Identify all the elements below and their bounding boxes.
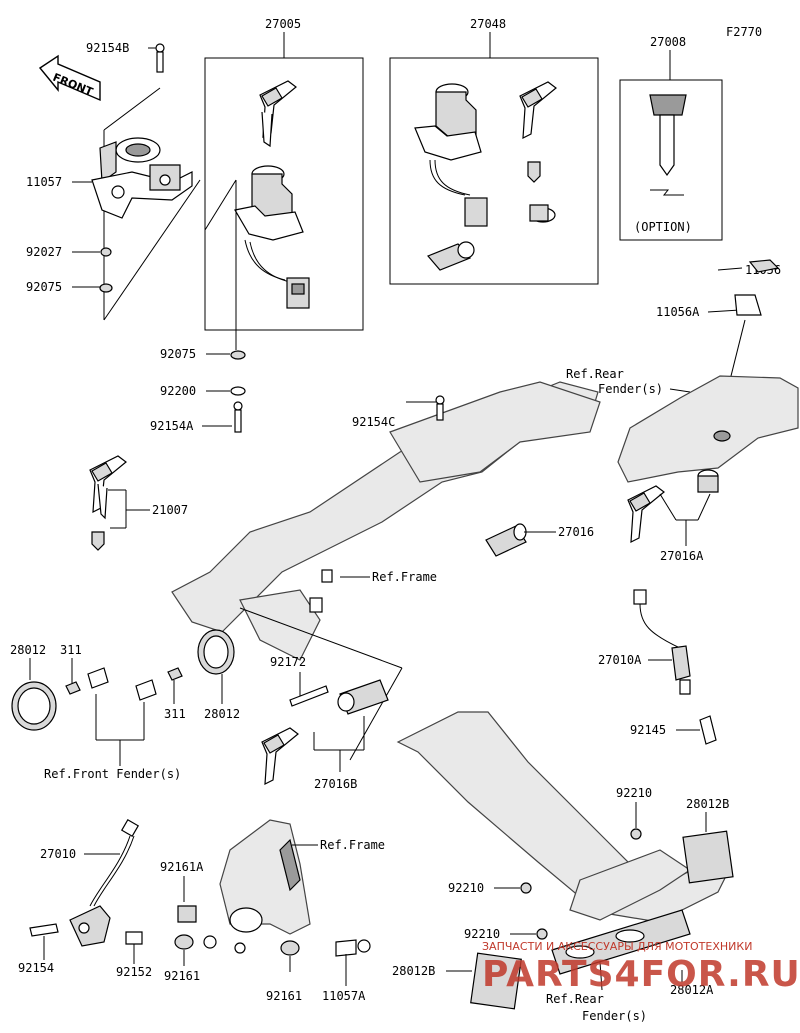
figure-code: F2770 bbox=[726, 25, 762, 39]
ref-rear-fender-bot-1: Ref.Rear bbox=[546, 992, 604, 1006]
callout-27010: 27010 bbox=[40, 847, 76, 861]
callout-92154A: 92154A bbox=[150, 419, 194, 433]
grommet-92161A bbox=[177, 905, 197, 923]
washer-92027 bbox=[100, 247, 112, 257]
ref-frame-bottom: Ref.Frame bbox=[320, 838, 385, 852]
ref-rear-fender-top-1: Ref.Rear bbox=[566, 367, 624, 381]
callout-92154: 92154 bbox=[18, 961, 54, 975]
stud-left bbox=[87, 667, 109, 689]
callout-28012A: 28012A bbox=[670, 983, 714, 997]
watermark-line2: PARTS4FOR.RU bbox=[482, 954, 800, 995]
bolt-92154A bbox=[233, 401, 243, 433]
sensor-27010A bbox=[633, 589, 691, 695]
washer-92075-mid bbox=[230, 350, 246, 360]
watermark-line1: ЗАПЧАСТИ И АКСЕССУАРЫ ДЛЯ МОТОТЕХНИКИ bbox=[482, 940, 752, 953]
front-arrow-icon: FRONT bbox=[38, 54, 101, 102]
grommet-92161-left bbox=[174, 934, 194, 950]
spring-92145 bbox=[699, 715, 717, 745]
callout-92154B: 92154B bbox=[86, 41, 129, 55]
callout-92145: 92145 bbox=[630, 723, 666, 737]
callout-27016A: 27016A bbox=[660, 549, 704, 563]
callout-92161-right: 92161 bbox=[266, 989, 302, 1003]
callout-92172: 92172 bbox=[270, 655, 306, 669]
callout-27005: 27005 bbox=[265, 17, 301, 31]
switch-27016 bbox=[485, 523, 527, 557]
bolt-92154C bbox=[435, 395, 445, 421]
callout-92075-top: 92075 bbox=[26, 280, 62, 294]
frame-main bbox=[171, 381, 601, 661]
callout-92200: 92200 bbox=[160, 384, 196, 398]
callout-92075-mid: 92075 bbox=[160, 347, 196, 361]
key-set-21007 bbox=[89, 455, 127, 551]
callout-311-right: 311 bbox=[164, 707, 186, 721]
ignition-switch-27048 bbox=[414, 81, 557, 271]
screw-92154 bbox=[29, 923, 59, 937]
screw-92172 bbox=[289, 685, 329, 707]
nut-92210-mid bbox=[520, 882, 532, 894]
collar-92152 bbox=[125, 931, 143, 945]
nut-311-right bbox=[167, 667, 183, 681]
callout-28012B-top: 28012B bbox=[686, 797, 729, 811]
callout-11056A: 11056A bbox=[656, 305, 700, 319]
key-blank-27008: (OPTION) bbox=[634, 94, 692, 234]
ref-front-fender: Ref.Front Fender(s) bbox=[44, 767, 181, 781]
callout-92161A: 92161A bbox=[160, 860, 204, 874]
callout-11057: 11057 bbox=[26, 175, 62, 189]
callout-28012B-bot: 28012B bbox=[392, 964, 435, 978]
callout-92154C: 92154C bbox=[352, 415, 395, 429]
callout-27016B: 27016B bbox=[314, 777, 357, 791]
reflector-28012B-top bbox=[682, 830, 734, 884]
lock-27016A bbox=[627, 469, 719, 544]
reflector-28012-right bbox=[197, 629, 235, 675]
callout-28012-left: 28012 bbox=[10, 643, 46, 657]
bracket-11057 bbox=[91, 137, 193, 219]
ignition-switch-27005 bbox=[234, 80, 310, 309]
nut-92210-bot bbox=[536, 928, 548, 940]
callout-27016: 27016 bbox=[558, 525, 594, 539]
callout-21007: 21007 bbox=[152, 503, 188, 517]
bolt-92154B bbox=[155, 43, 165, 73]
sensor-27010 bbox=[69, 818, 140, 947]
ref-frame-mid: Ref.Frame bbox=[372, 570, 437, 584]
nut-311-left bbox=[65, 681, 81, 695]
clip-11056 bbox=[748, 259, 780, 273]
lock-27016B bbox=[261, 679, 389, 786]
callout-92210-bot: 92210 bbox=[464, 927, 500, 941]
rear-fender-top bbox=[617, 375, 799, 483]
option-label: (OPTION) bbox=[634, 220, 692, 234]
bracket-frame-bottom bbox=[203, 819, 311, 954]
ref-rear-fender-bot-2: Fender(s) bbox=[582, 1009, 647, 1023]
grommet-92161-right bbox=[280, 940, 300, 956]
plate-holder-28012A bbox=[551, 909, 691, 975]
washer-92200 bbox=[230, 386, 246, 396]
reflector-28012B-bot bbox=[470, 952, 522, 1010]
group-box-27008 bbox=[619, 79, 723, 241]
washer-92075-top bbox=[99, 283, 113, 293]
group-box-27048 bbox=[389, 57, 599, 285]
callout-92152: 92152 bbox=[116, 965, 152, 979]
callout-28012-right: 28012 bbox=[204, 707, 240, 721]
callout-92210-top: 92210 bbox=[616, 786, 652, 800]
callout-311-left: 311 bbox=[60, 643, 82, 657]
callout-27048: 27048 bbox=[470, 17, 506, 31]
callout-92027: 92027 bbox=[26, 245, 62, 259]
clip-11057A bbox=[335, 939, 357, 957]
callout-27010A: 27010A bbox=[598, 653, 642, 667]
callout-92210-mid: 92210 bbox=[448, 881, 484, 895]
callout-27008: 27008 bbox=[650, 35, 686, 49]
nut-92210-top bbox=[630, 828, 642, 840]
stud-right bbox=[135, 679, 157, 701]
callout-11057A: 11057A bbox=[322, 989, 366, 1003]
reflector-28012-left bbox=[11, 681, 57, 731]
ref-rear-fender-top-2: Fender(s) bbox=[598, 382, 663, 396]
bracket-11056A bbox=[734, 294, 762, 316]
callout-92161-left: 92161 bbox=[164, 969, 200, 983]
